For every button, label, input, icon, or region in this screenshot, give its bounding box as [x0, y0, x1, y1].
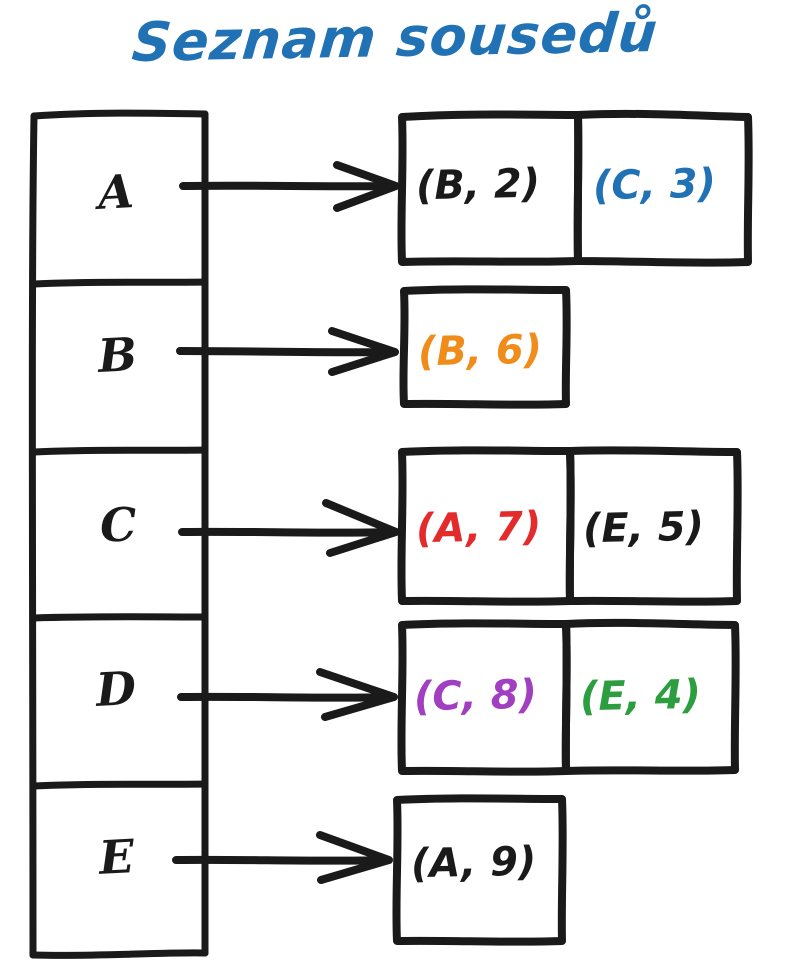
arrow-b	[176, 327, 399, 376]
neighbor-pair-e-0: (A, 9)	[410, 838, 537, 888]
vertex-label-a: A	[96, 164, 136, 220]
neighbor-pair-b-0: (B, 6)	[417, 326, 543, 376]
vertex-label-b: B	[96, 327, 139, 383]
vertex-label-e: E	[97, 829, 136, 885]
table-divider-1	[30, 278, 209, 288]
vertex-label-c: C	[98, 497, 139, 553]
arrow-a	[179, 161, 400, 212]
arrow-group	[172, 161, 400, 884]
neighbor-pair-d-1: (E, 4)	[579, 671, 702, 721]
neighbor-pair-a-0: (B, 2)	[415, 160, 541, 210]
neighbor-pair-a-1: (C, 3)	[592, 160, 717, 210]
neighbor-pair-c-0: (A, 7)	[415, 503, 542, 553]
table-divider-3	[30, 613, 209, 622]
table-divider-2	[30, 446, 209, 456]
vertex-label-d: D	[94, 660, 138, 718]
page-title: Seznam sousedů	[129, 0, 661, 75]
arrow-d	[177, 668, 398, 721]
arrow-e	[172, 831, 393, 884]
neighbor-pair-d-0: (C, 8)	[413, 671, 538, 721]
neighbor-pair-c-1: (E, 5)	[582, 503, 705, 553]
arrow-c	[178, 499, 400, 557]
table-divider-4	[30, 780, 209, 790]
